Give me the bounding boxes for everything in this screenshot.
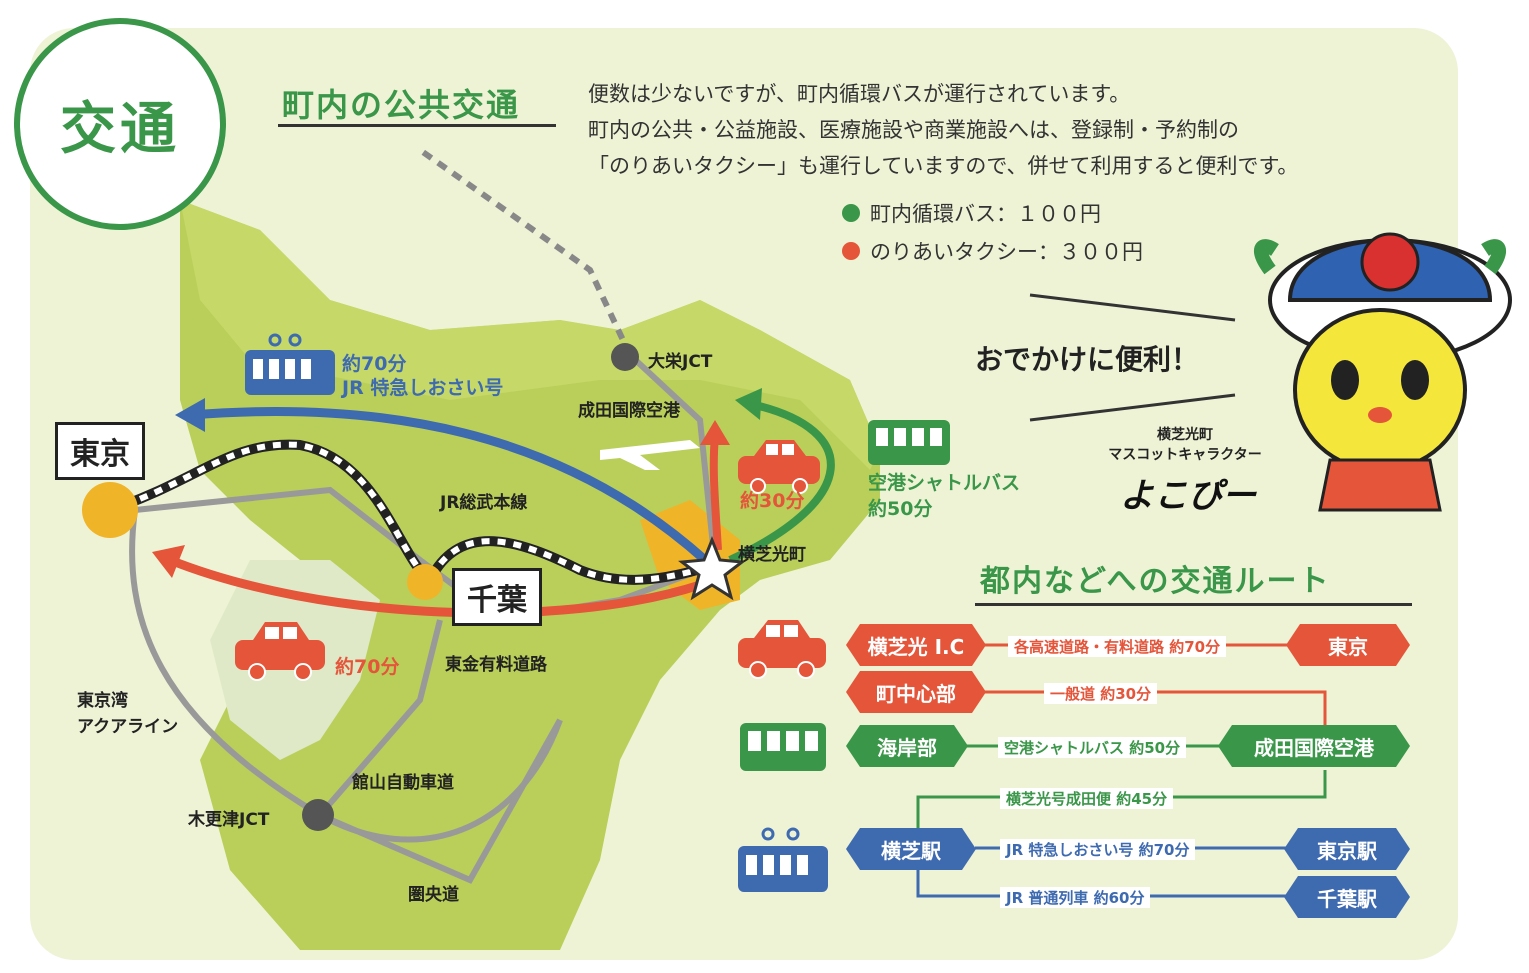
kisarazu-jct-label: 木更津JCT [188, 810, 270, 830]
mascot-speech: おでかけに便利！ [975, 343, 1200, 376]
train-icon [738, 827, 828, 892]
bus-dot-icon [842, 204, 860, 222]
mascot-caption-line: 横芝光町 [1157, 427, 1213, 443]
bus-route-label: 空港シャトルバス 約50分 [868, 470, 1020, 522]
tokyo-dot [82, 482, 138, 538]
bus-icon [868, 420, 950, 465]
section-badge-text: 交通 [60, 96, 180, 162]
car-narita-time: 約30分 [740, 490, 805, 512]
bus-route-time: 約50分 [868, 498, 933, 520]
train-route-arrow [189, 407, 709, 564]
car-tokyo-time: 約70分 [335, 656, 400, 678]
chiba-station-tag: 千葉駅 [1284, 876, 1410, 918]
fare-item: のりあいタクシー：３００円 [842, 236, 1143, 266]
narita-label: 成田国際空港 [578, 401, 680, 421]
routes-heading: 都内などへの交通ルート [980, 564, 1331, 599]
car-icon [235, 622, 325, 681]
intro-line: 町内の公共・公益施設、医療施設や商業施設へは、登録制・予約制の [588, 118, 1239, 142]
aqua-line-label: 東京湾 アクアライン [77, 688, 178, 740]
local-train-text: JR 普通列車 約60分 [1000, 887, 1151, 908]
aqua-line-text: アクアライン [77, 717, 179, 737]
mascot-caption-line: マスコットキャラクター [1108, 447, 1262, 463]
intro-line: 便数は少ないですが、町内循環バスが運行されています。 [588, 82, 1131, 106]
highway-route-text: 各高速道路・有料道路 約70分 [1008, 636, 1227, 657]
taiei-jct-label: 大栄JCT [648, 352, 713, 372]
coast-tag: 海岸部 [846, 725, 968, 767]
fare-item: 町内循環バス：１００円 [842, 198, 1143, 228]
local-road-text: 一般道 約30分 [1044, 683, 1158, 704]
town-label: 横芝光町 [738, 545, 806, 565]
bus-icon [740, 723, 826, 771]
town-star-icon [678, 535, 746, 601]
fare-label: のりあいタクシー：３００円 [870, 240, 1143, 264]
tokyo-station-tag: 東京駅 [1284, 828, 1410, 870]
car-narita-arrow [709, 434, 722, 551]
fare-label: 町内循環バス：１００円 [870, 202, 1101, 226]
tokyo-tag: 東京 [1286, 624, 1410, 666]
chiba-dot [407, 564, 443, 600]
train-icon [245, 333, 335, 395]
tateyama-label: 館山自動車道 [352, 773, 454, 793]
train-route-label: 約70分 JR 特急しおさい号 [342, 352, 503, 400]
intro-text: 便数は少ないですが、町内循環バスが運行されています。 町内の公共・公益施設、医療… [588, 76, 1468, 184]
town-center-tag: 町中心部 [846, 671, 986, 713]
public-transport-heading: 町内の公共交通 [282, 86, 521, 124]
section-badge: 交通 [14, 18, 226, 230]
togane-label: 東金有料道路 [445, 655, 547, 675]
chiba-label: 千葉 [452, 568, 542, 626]
narita-bus-text: 横芝光号成田便 約45分 [1000, 788, 1174, 809]
narita-airport-tag: 成田国際空港 [1218, 725, 1410, 767]
routes-heading-underline [975, 603, 1412, 606]
car-icon [738, 440, 820, 494]
heading-underline [278, 124, 556, 127]
shuttle-bus-text: 空港シャトルバス 約50分 [998, 737, 1187, 758]
taiei-jct-dot [611, 343, 639, 371]
yokoshibahikari-ic-tag: 横芝光 I.C [846, 624, 986, 666]
train-name: JR 特急しおさい号 [342, 377, 504, 399]
mascot-caption: 横芝光町 マスコットキャラクター [1085, 425, 1285, 465]
bus-narita-arrow [728, 401, 835, 564]
car-route-arrow [168, 555, 702, 618]
taxi-dot-icon [842, 242, 860, 260]
limited-express-text: JR 特急しおさい号 約70分 [1000, 839, 1196, 860]
mascot-name: よこぴー [1120, 476, 1256, 516]
airplane-icon [600, 440, 700, 470]
train-time: 約70分 [342, 353, 407, 375]
ken-o-label: 圏央道 [408, 885, 459, 905]
intro-line: 「のりあいタクシー」も運行していますので、併せて利用すると便利です。 [588, 154, 1299, 178]
car-icon [738, 620, 826, 679]
mascot-illustration [1254, 232, 1512, 512]
yokoshiba-station-tag: 横芝駅 [846, 828, 976, 870]
kisarazu-jct-dot [302, 799, 334, 831]
fare-legend: 町内循環バス：１００円 のりあいタクシー：３００円 [842, 198, 1143, 266]
aqua-line-text: 東京湾 [77, 691, 128, 711]
bus-route-name: 空港シャトルバス [868, 472, 1021, 494]
sobu-line-label: JR総武本線 [440, 493, 528, 513]
tokyo-label: 東京 [55, 422, 145, 480]
